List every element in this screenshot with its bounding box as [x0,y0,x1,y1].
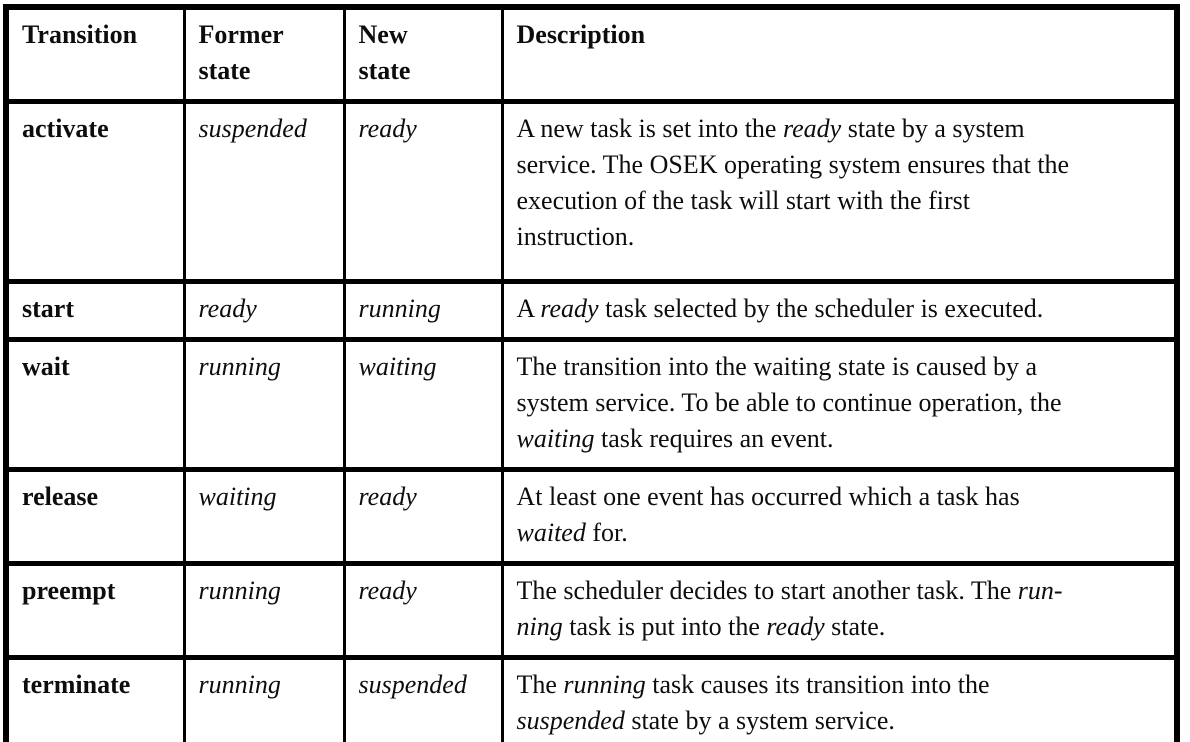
cell-former-state: suspended [182,99,346,284]
cell-transition: terminate [4,655,186,742]
cell-description: The transition into the waiting state is… [500,337,1179,472]
cell-transition: release [4,467,186,566]
header-transition: Transition [4,4,186,104]
cell-transition: preempt [4,561,186,660]
cell-new-state: ready [342,467,504,566]
cell-new-state: ready [342,99,504,284]
cell-description: A new task is set into the ready state b… [500,99,1179,284]
header-new-state: New state [342,4,504,104]
cell-former-state: waiting [182,467,346,566]
cell-description: A ready task selected by the scheduler i… [500,279,1179,342]
header-row: Transition Former state New state Descri… [4,4,1179,104]
table-header: Transition Former state New state Descri… [4,4,1179,104]
cell-description: The scheduler decides to start another t… [500,561,1179,660]
cell-transition: activate [4,99,186,284]
cell-former-state: ready [182,279,346,342]
cell-new-state: waiting [342,337,504,472]
cell-new-state: suspended [342,655,504,742]
cell-description: The running task causes its transition i… [500,655,1179,742]
state-transition-table: Transition Former state New state Descri… [3,4,1180,742]
header-former-state: Former state [182,4,346,104]
cell-new-state: ready [342,561,504,660]
cell-former-state: running [182,655,346,742]
cell-transition: start [4,279,186,342]
header-description: Description [500,4,1179,104]
cell-former-state: running [182,561,346,660]
cell-description: At least one event has occurred which a … [500,467,1179,566]
cell-new-state: running [342,279,504,342]
cell-transition: wait [4,337,186,472]
cell-former-state: running [182,337,346,472]
